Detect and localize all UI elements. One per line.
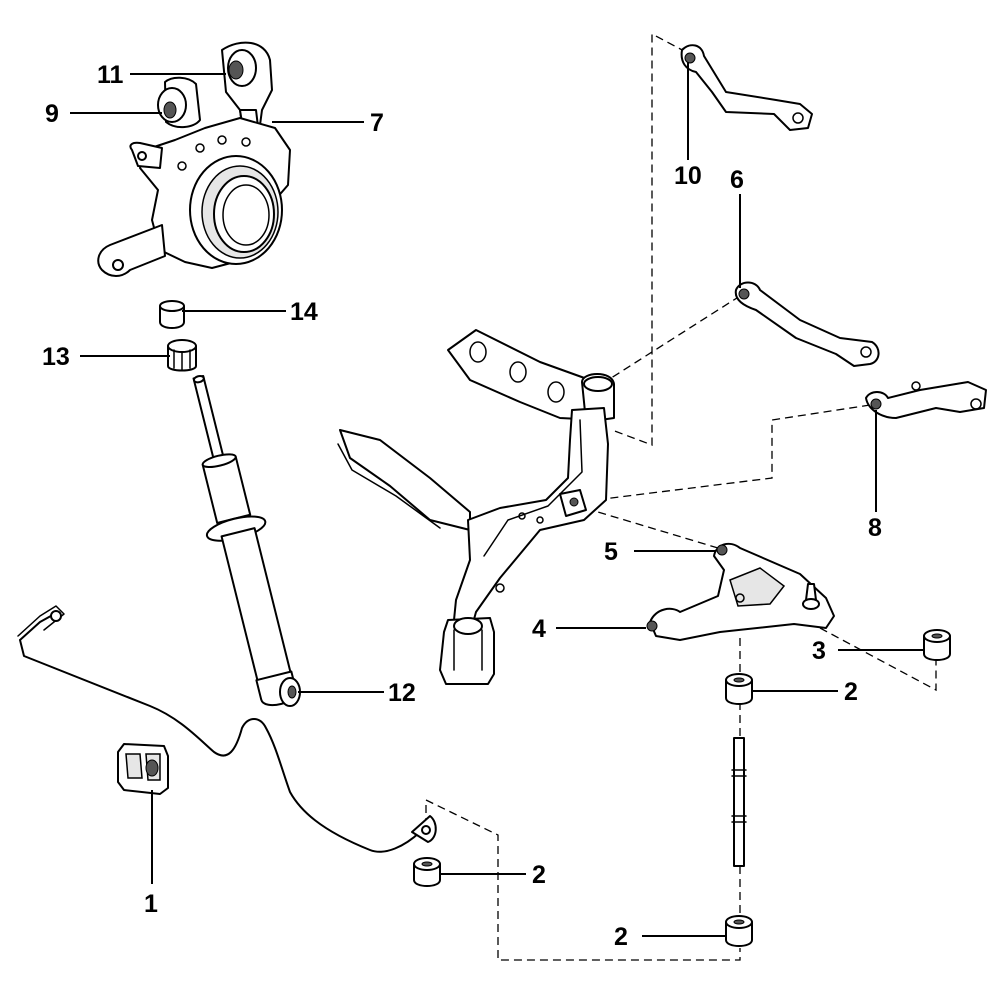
- bushing-2-stab-hole: [421, 861, 433, 867]
- shock-lower-core: [287, 685, 297, 699]
- link-6-hole: [860, 346, 872, 358]
- arm-8-hole: [970, 398, 982, 410]
- subframe-lower-bushing-cap: [453, 617, 483, 635]
- stabilizer-bar: [17, 605, 437, 853]
- subframe-rail-hole: [469, 341, 487, 363]
- bushing-2-stabilizer: [413, 857, 441, 887]
- callout-7: 7: [370, 109, 384, 137]
- upper-link-10: [680, 44, 813, 131]
- bushing-1-face: [125, 753, 143, 779]
- callout-labels: 11 9 7 14 13 12 1 2 10 6 8 5 4 3 2 2: [42, 61, 882, 951]
- end-link-bolt: [733, 737, 745, 867]
- arm-8-bushing: [870, 398, 882, 410]
- upper-arm-8: [865, 381, 987, 419]
- ball-joint-base: [802, 598, 820, 610]
- rear-subframe: [337, 329, 615, 685]
- flange-hole: [177, 161, 187, 171]
- callout-2-lower: 2: [614, 923, 628, 951]
- callout-4: 4: [532, 615, 546, 643]
- bushing-3: [923, 629, 951, 661]
- lower-arm-bushing-5: [716, 544, 728, 556]
- bump-stop-14-body: [159, 305, 185, 329]
- link-10-body: [680, 44, 813, 131]
- bushing-1-hole: [145, 759, 159, 777]
- leader-lines: [70, 62, 924, 937]
- callout-3: 3: [812, 637, 826, 665]
- callout-11: 11: [97, 61, 124, 89]
- bushing-2-upper-hole: [733, 677, 745, 683]
- callout-6: 6: [730, 166, 744, 194]
- callout-8: 8: [868, 514, 882, 542]
- subframe-rail-hole: [547, 381, 565, 403]
- lateral-link-6: [734, 281, 880, 367]
- upper-mount-parts: [159, 300, 197, 372]
- dash-link-5: [577, 505, 719, 549]
- end-link-stack: [725, 673, 753, 947]
- callout-5: 5: [604, 538, 618, 566]
- subframe-rail-hole: [509, 361, 527, 383]
- callout-13: 13: [42, 343, 70, 371]
- subframe-hole: [518, 512, 526, 520]
- stabilizer-bushing-1: [117, 743, 169, 795]
- dash-link-3: [819, 627, 937, 692]
- dash-link-stabilizer: [425, 798, 741, 961]
- callout-14: 14: [290, 298, 318, 326]
- shock-piston-rod: [192, 375, 227, 469]
- shock-absorber: [192, 375, 301, 707]
- callout-12: 12: [388, 679, 416, 707]
- bushing-3-hole: [931, 633, 943, 639]
- stabilizer-right-eye: [421, 825, 431, 835]
- knuckle-lower-arm: [97, 224, 166, 277]
- flange-hole: [217, 135, 227, 145]
- flange-hole: [241, 137, 251, 147]
- knuckle-hub-assembly: [97, 41, 291, 277]
- shock-upper-cap: [201, 453, 237, 469]
- hub-bore: [222, 184, 270, 246]
- arm-8-body: [865, 381, 987, 419]
- subframe-top-mount-cap: [583, 376, 613, 392]
- link-6-bushing: [738, 288, 750, 300]
- bump-stop-14-top: [159, 300, 185, 312]
- subframe-hole: [536, 516, 544, 524]
- arm-8-hole: [911, 381, 921, 391]
- subframe-hole: [495, 583, 505, 593]
- link-6-body: [734, 281, 880, 367]
- shock-rod-tip: [192, 375, 205, 384]
- dash-link-6: [607, 295, 741, 381]
- shock-body: [220, 527, 292, 683]
- bushing-11-core: [228, 60, 244, 80]
- dash-link-10: [611, 32, 687, 446]
- callout-2-upper: 2: [844, 678, 858, 706]
- ball-joint-stud: [805, 583, 817, 601]
- link-10-bushing: [684, 52, 696, 64]
- knuckle-tab-hole: [137, 151, 147, 161]
- knuckle-lower-hole: [112, 259, 124, 271]
- subframe-side-member: [451, 407, 609, 641]
- stabilizer-bar-rod: [19, 611, 421, 853]
- subframe-side-edge: [483, 419, 583, 557]
- subframe-mid-mount-hole: [569, 497, 579, 507]
- flange-hole: [195, 143, 205, 153]
- callout-9: 9: [45, 100, 59, 128]
- lower-arm-bushing-4: [646, 620, 658, 632]
- link-10-hole: [792, 112, 804, 124]
- bushing-2-lower-hole: [733, 919, 745, 925]
- callout-2-stabilizer: 2: [532, 861, 546, 889]
- stabilizer-left-eye: [50, 610, 62, 622]
- bump-rubber-13-top: [167, 339, 197, 353]
- dash-link-8: [594, 404, 871, 501]
- callout-10: 10: [674, 162, 702, 190]
- callout-1: 1: [144, 890, 158, 918]
- bushing-9-core: [163, 101, 177, 119]
- lower-control-arm: [646, 542, 835, 641]
- subframe-cross-rail: [339, 429, 471, 531]
- lower-arm-hole: [735, 593, 745, 603]
- assembly-dashed-lines: [425, 32, 937, 961]
- subframe-lower-bushing-sides: [453, 629, 483, 671]
- subframe-cross-edge: [337, 443, 441, 529]
